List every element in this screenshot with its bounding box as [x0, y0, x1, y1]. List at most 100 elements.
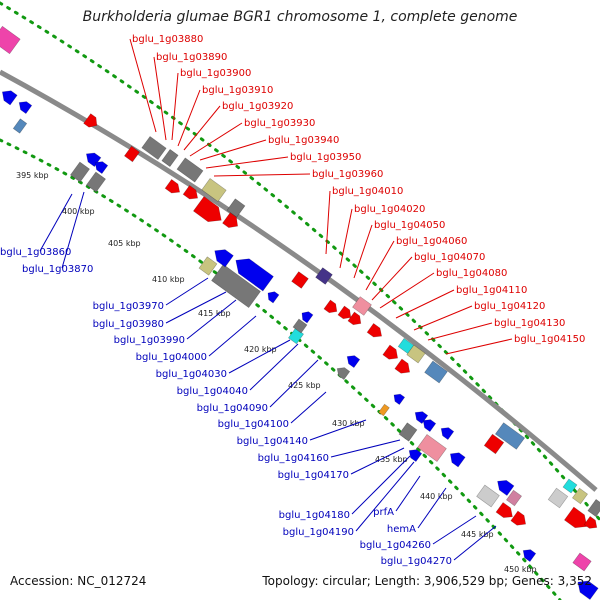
forward-feature [124, 145, 140, 163]
forward-gene-leader [427, 322, 493, 341]
reverse-gene-leader [309, 419, 367, 441]
forward-feature [394, 358, 411, 374]
reverse-gene-label: bglu_1g04190 [283, 527, 354, 538]
reverse-feature [214, 249, 234, 268]
forward-gene-label: bglu_1g04020 [354, 204, 425, 215]
steelblue-feature [12, 118, 28, 134]
gray-feature [86, 171, 106, 193]
forward-feature [291, 271, 309, 289]
reverse-feature [408, 449, 423, 462]
reverse-gene-leader [228, 339, 291, 374]
reverse-gene-label: bglu_1g03870 [22, 264, 93, 275]
reverse-gene-leader [39, 193, 73, 252]
reverse-gene-label: bglu_1g03990 [114, 335, 185, 346]
reverse-feature [497, 480, 515, 496]
reverse-gene-leader [351, 455, 411, 515]
reverse-gene-label: bglu_1g04030 [156, 369, 227, 380]
gray-feature [336, 367, 351, 380]
reverse-gene-label: bglu_1g04100 [218, 419, 289, 430]
forward-gene-leader [353, 224, 373, 279]
scale-tick-label: 435 kbp [375, 455, 408, 464]
forward-gene-label: bglu_1g04050 [374, 220, 445, 231]
scale-tick-label: 405 kbp [108, 239, 141, 248]
gray-feature [211, 263, 261, 309]
forward-feature [83, 113, 98, 128]
reverse-gene-label: bglu_1g03860 [0, 247, 71, 258]
reverse-gene-leader [417, 487, 447, 529]
forward-gene-label: bglu_1g04060 [396, 236, 467, 247]
scale-tick-label: 425 kbp [288, 381, 321, 390]
reverse-gene-label: bglu_1g04160 [258, 453, 329, 464]
reverse-gene-labels: bglu_1g03860bglu_1g03870bglu_1g03970bglu… [0, 191, 497, 567]
reverse-gene-leader [165, 291, 227, 324]
reverse-gene-leader [165, 277, 209, 306]
reverse-gene-leader [453, 525, 497, 561]
scale-tick-label: 395 kbp [16, 171, 49, 180]
forward-gene-leader [199, 139, 267, 161]
forward-gene-leader [365, 240, 395, 291]
reverse-gene-label: bglu_1g03980 [93, 319, 164, 330]
forward-gene-label: bglu_1g03930 [244, 118, 315, 129]
forward-gene-leader [371, 256, 413, 301]
forward-gene-leader [445, 338, 513, 355]
scale-tick-label: 415 kbp [198, 309, 231, 318]
reverse-feature [94, 161, 109, 174]
gray-feature [547, 487, 569, 509]
gray-feature [161, 148, 179, 168]
forward-gene-label: bglu_1g03890 [156, 52, 227, 63]
reverse-gene-leader [355, 461, 415, 532]
forward-gene-label: bglu_1g03920 [222, 101, 293, 112]
forward-feature [483, 433, 505, 455]
olive-feature [198, 256, 218, 276]
reverse-gene-label: prfA [373, 507, 394, 518]
reverse-gene-leader [350, 447, 405, 475]
gray-feature [587, 498, 600, 518]
reverse-gene-leader [186, 299, 237, 340]
reverse-feature [393, 393, 406, 405]
forward-gene-label: bglu_1g04130 [494, 318, 565, 329]
forward-feature [495, 502, 513, 518]
reverse-feature [577, 580, 599, 600]
forward-gene-leader [189, 122, 243, 157]
reverse-gene-leader [269, 359, 319, 408]
magenta-feature [0, 25, 21, 55]
scale-tick-label: 420 kbp [244, 345, 277, 354]
olive-feature [406, 344, 426, 364]
forward-feature [323, 299, 338, 314]
forward-gene-leader [213, 173, 311, 177]
scale-tick-label: 445 kbp [461, 530, 494, 539]
reverse-gene-leader [432, 515, 477, 545]
reverse-feature [422, 419, 437, 432]
forward-gene-leader [177, 89, 201, 147]
map-title: Burkholderia glumae BGR1 chromosome 1, c… [82, 9, 518, 25]
forward-feature [164, 179, 181, 194]
forward-gene-label: bglu_1g03960 [312, 169, 383, 180]
forward-gene-labels: bglu_1g03880bglu_1g03890bglu_1g03900bglu… [129, 34, 585, 355]
forward-gene-label: bglu_1g03880 [132, 34, 203, 45]
reverse-gene-label: bglu_1g04140 [237, 436, 308, 447]
cyan-feature [562, 478, 578, 494]
forward-gene-leader [183, 105, 221, 151]
gray-feature [226, 198, 246, 218]
scale-tick-label: 450 kbp [504, 565, 537, 574]
genome-backbone [0, 69, 598, 492]
reverse-feature [18, 101, 33, 114]
forward-gene-label: bglu_1g04080 [436, 268, 507, 279]
reverse-feature [301, 311, 314, 324]
reverse-gene-label: bglu_1g04000 [136, 352, 207, 363]
reverse-feature [1, 90, 18, 106]
olive-feature [201, 178, 227, 202]
forward-gene-label: bglu_1g04070 [414, 252, 485, 263]
forward-gene-leader [205, 156, 289, 169]
forward-gene-leader [379, 272, 435, 309]
reverse-gene-label: bglu_1g04040 [177, 386, 248, 397]
reverse-feature [267, 291, 280, 304]
reverse-gene-label: bglu_1g04270 [381, 556, 452, 567]
forward-gene-label: bglu_1g03940 [268, 135, 339, 146]
pink-feature [417, 434, 447, 462]
forward-gene-label: bglu_1g03910 [202, 85, 273, 96]
forward-feature [583, 516, 598, 529]
steelblue-feature [494, 422, 526, 450]
